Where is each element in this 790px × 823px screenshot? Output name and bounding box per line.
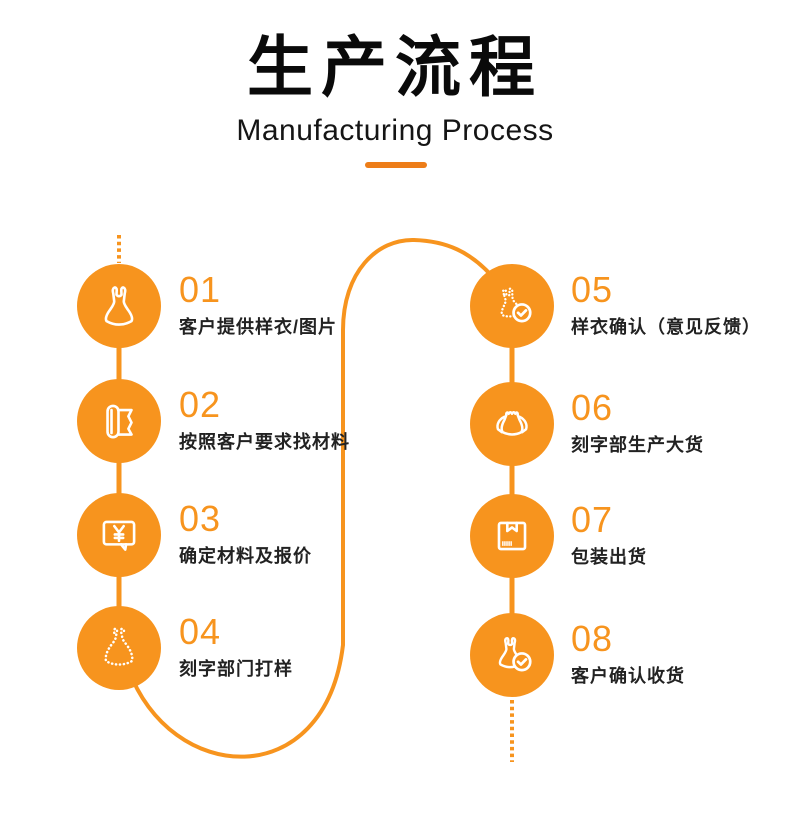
- page-subtitle: Manufacturing Process: [236, 114, 554, 147]
- step-number: 02: [179, 384, 222, 425]
- step-number: 05: [571, 269, 614, 310]
- price-bubble-icon: [102, 520, 136, 551]
- step-circle-08: [470, 613, 554, 697]
- step-circle-01: [77, 264, 161, 348]
- step-02: 02 按照客户要求找材料: [179, 387, 350, 454]
- step-number: 01: [179, 269, 222, 310]
- step-06: 06 刻字部生产大货: [571, 390, 704, 457]
- title-underline-decoration: [365, 162, 427, 168]
- step-number: 04: [179, 611, 222, 652]
- package-box-icon: [497, 521, 527, 551]
- step-07: 07 包装出货: [571, 502, 647, 569]
- step-label: 客户确认收货: [571, 666, 685, 686]
- step-number: 03: [179, 498, 222, 539]
- dress-outline-dotted-icon: [104, 627, 134, 666]
- curve-connector: [126, 237, 494, 759]
- step-label: 刻字部门打样: [179, 659, 293, 679]
- dress-check-dotted-icon: [500, 287, 532, 323]
- step-label: 确定材料及报价: [179, 546, 312, 566]
- step-circle-04: [77, 606, 161, 690]
- step-circle-07: [470, 494, 554, 578]
- step-circle-03: [77, 493, 161, 577]
- dress-icon: [104, 286, 134, 326]
- step-number: 06: [571, 387, 614, 428]
- step-label: 刻字部生产大货: [571, 435, 704, 455]
- step-label: 按照客户要求找材料: [179, 432, 350, 452]
- step-label: 样衣确认（意见反馈）: [571, 317, 761, 337]
- step-circle-06: [470, 382, 554, 466]
- page-title: 生产流程: [247, 30, 543, 104]
- step-05: 05 样衣确认（意见反馈）: [571, 272, 761, 339]
- bulk-dresses-icon: [496, 411, 528, 436]
- step-circle-02: [77, 379, 161, 463]
- step-04: 04 刻字部门打样: [179, 614, 293, 681]
- step-label: 包装出货: [571, 547, 647, 567]
- fabric-roll-icon: [106, 404, 133, 439]
- step-number: 08: [571, 618, 614, 659]
- dress-check-icon: [498, 637, 532, 672]
- step-03: 03 确定材料及报价: [179, 501, 312, 568]
- step-circle-05: [470, 264, 554, 348]
- step-number: 07: [571, 499, 614, 540]
- step-08: 08 客户确认收货: [571, 621, 685, 688]
- step-label: 客户提供样衣/图片: [179, 317, 338, 337]
- step-01: 01 客户提供样衣/图片: [179, 272, 337, 339]
